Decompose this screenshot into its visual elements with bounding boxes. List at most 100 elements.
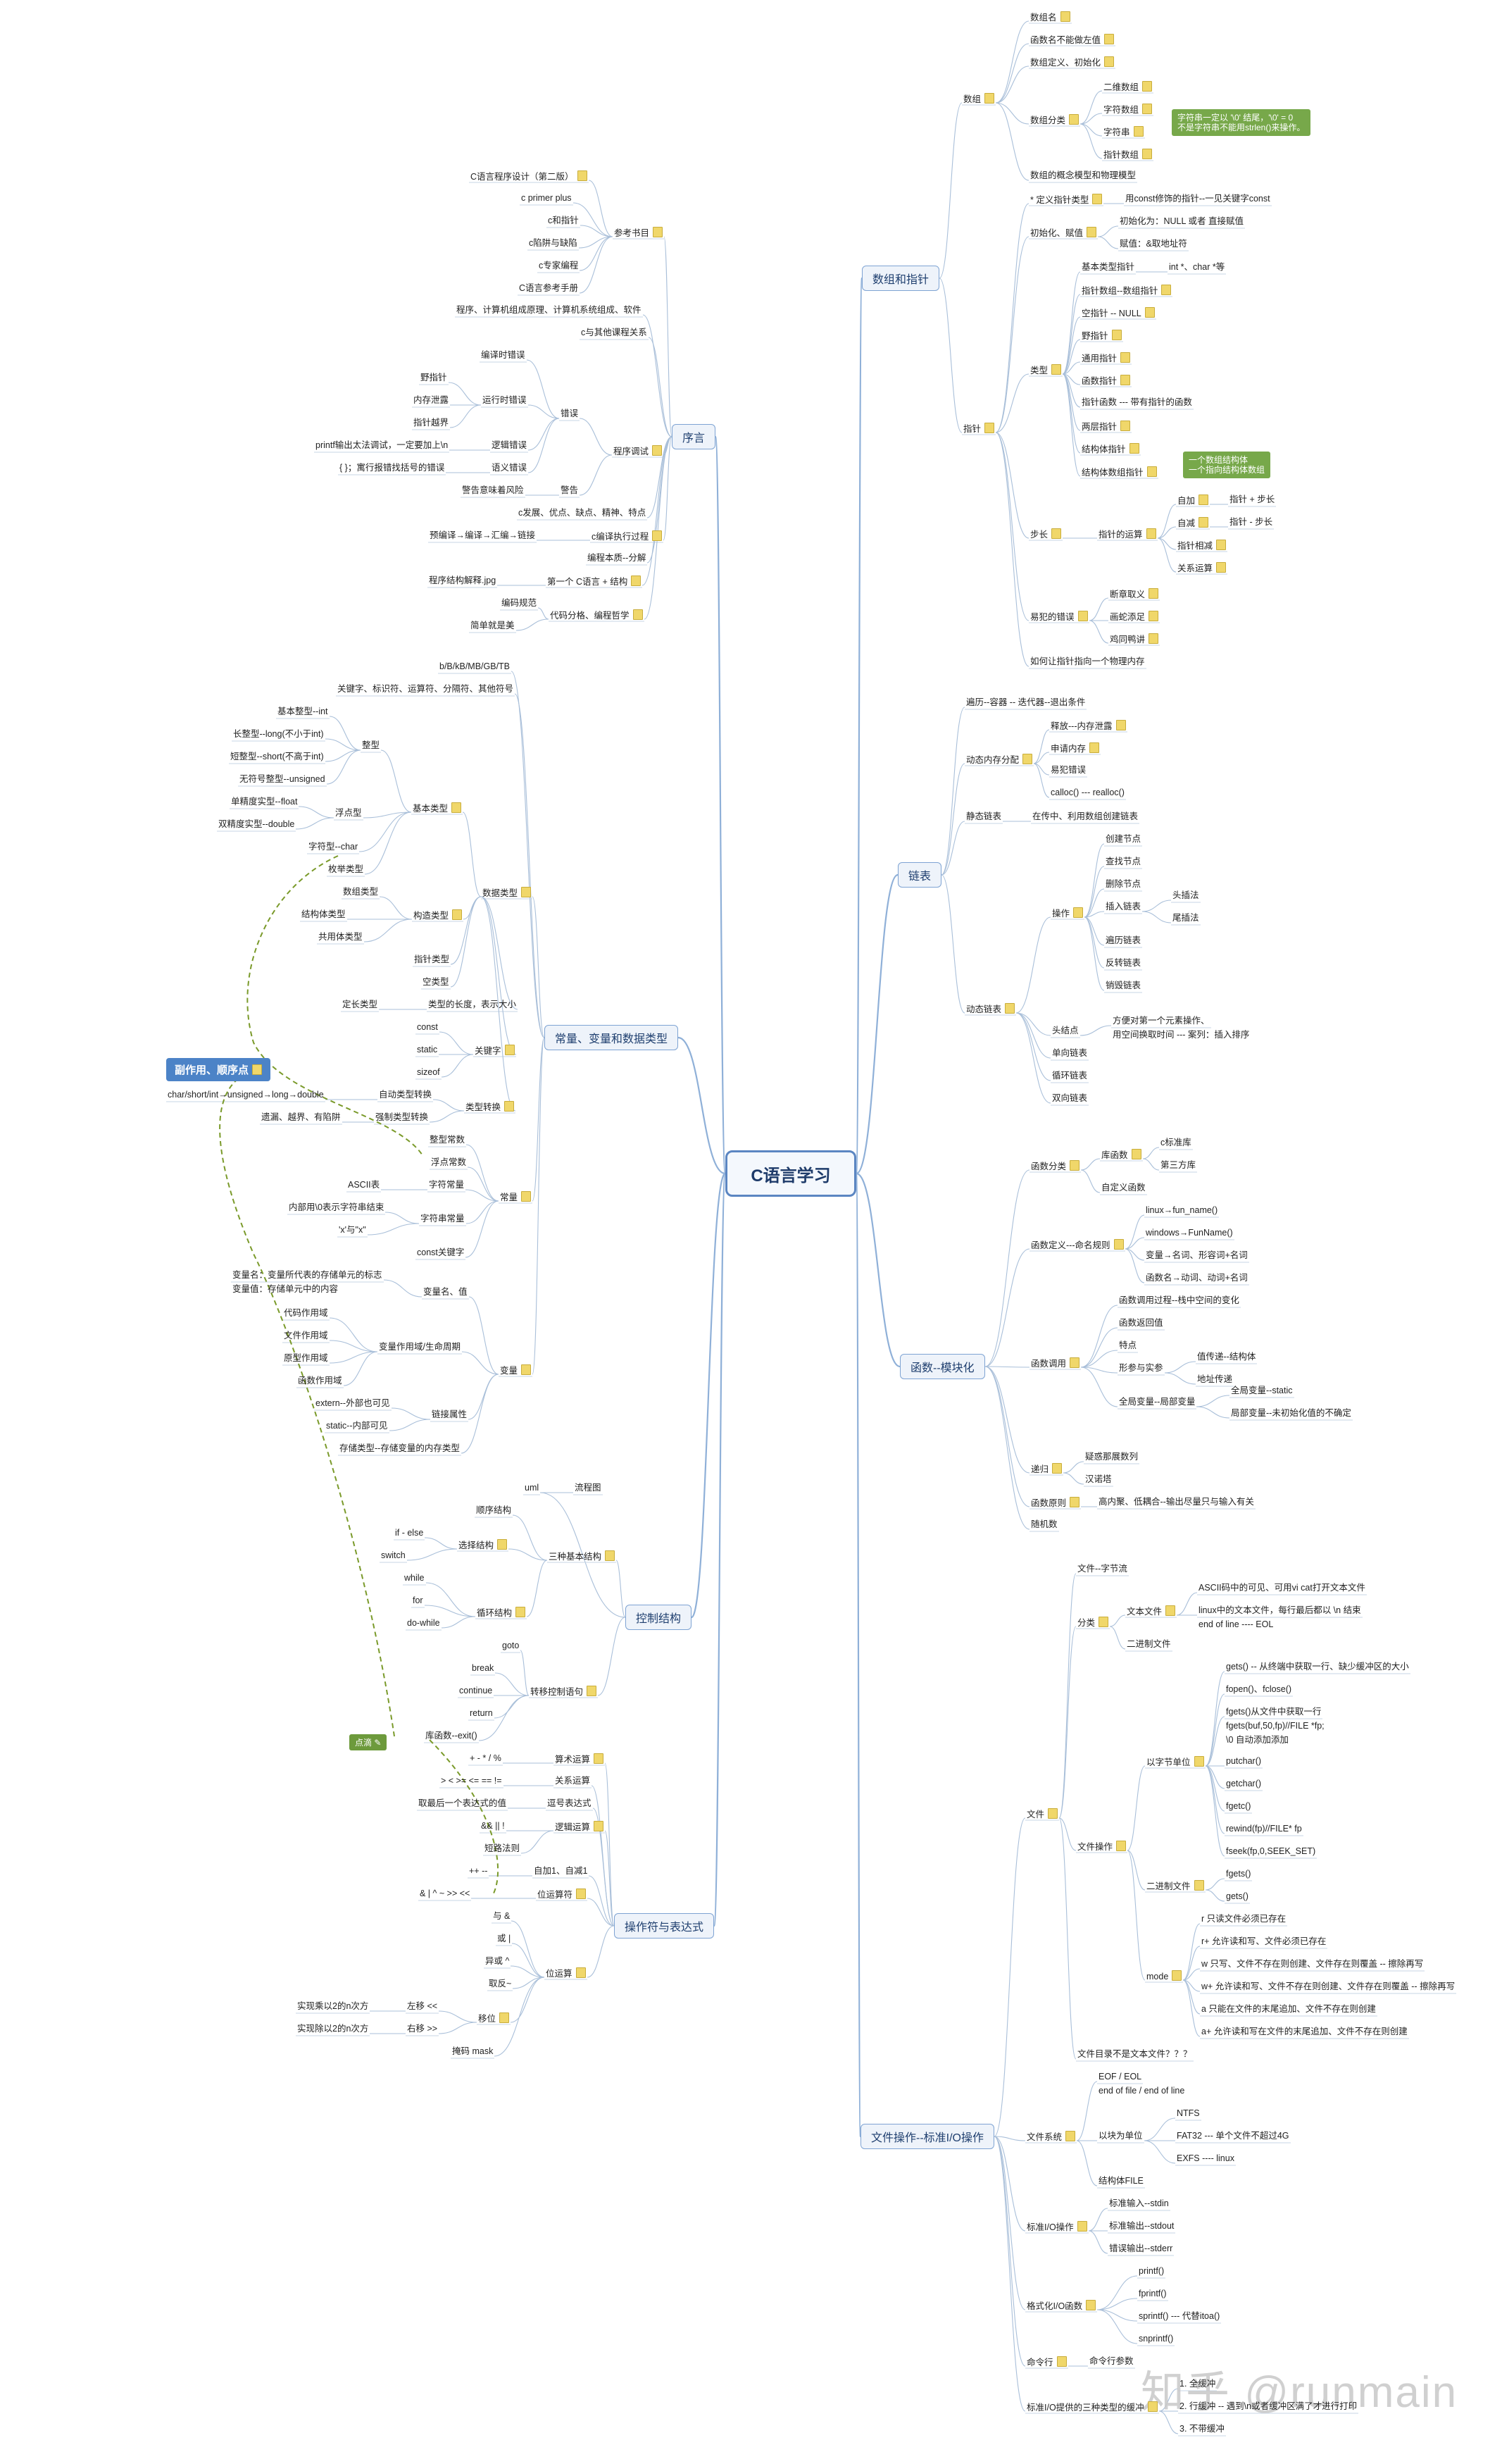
node-c46[interactable]: 原型作用域 [284,1353,328,1364]
node-c24[interactable]: static [417,1045,437,1055]
node-x1[interactable]: 文件--字节流 [1077,1564,1127,1574]
node-x6[interactable]: end of line ---- EOL [1199,1619,1273,1630]
node-k7[interactable]: while [404,1573,425,1583]
node-l8[interactable]: 在传中、利用数组创建链表 [1032,811,1138,822]
node-p2[interactable]: c primer plus [521,193,572,204]
node-k5[interactable]: switch [381,1550,406,1561]
node-f25[interactable]: 高内聚、低耦合--输出尽量只与输入有关 [1099,1497,1254,1507]
node-n10[interactable]: 数组 [963,93,995,105]
node-f10[interactable]: 函数名→动词、动词+名词 [1146,1273,1248,1283]
node-n31[interactable]: 自加 [1177,494,1209,506]
node-n33[interactable]: 自减 [1177,517,1209,529]
node-k9[interactable]: do-while [407,1618,440,1629]
node-c47[interactable]: 函数作用域 [298,1376,342,1386]
node-f11[interactable]: 函数调用过程--栈中空间的变化 [1119,1295,1239,1306]
node-l9[interactable]: 创建节点 [1106,834,1141,845]
node-x13[interactable]: \0 自动添加添加 [1226,1735,1289,1746]
node-n32[interactable]: 指针 + 步长 [1229,494,1275,505]
node-x3[interactable]: ASCII码中的可见、可用vi cat打开文本文件 [1199,1583,1365,1593]
node-n30[interactable]: 指针的运算 [1099,528,1156,540]
node-p9[interactable]: c与其他课程关系 [581,328,647,338]
node-o24[interactable]: 掩码 mask [452,2046,493,2057]
node-o17[interactable]: 取反~ [489,1979,511,1989]
node-k12[interactable]: goto [502,1641,519,1651]
node-k8[interactable]: for [413,1595,423,1606]
node-c48[interactable]: 变量作用域/生命周期 [379,1342,461,1352]
node-n23[interactable]: 函数指针 [1082,375,1131,387]
node-c17[interactable]: 构造类型 [413,909,463,921]
node-c38[interactable]: 字符串常量 [420,1214,465,1224]
node-c27[interactable]: char/short/int→unsigned→long→double [168,1090,324,1100]
node-l14[interactable]: 尾插法 [1172,913,1199,923]
node-f9[interactable]: 变量→名词、形容词+名词 [1146,1250,1248,1261]
branch-operators[interactable]: 操作符与表达式 [614,1913,715,1939]
node-c45[interactable]: 文件作用域 [284,1331,328,1341]
node-n1[interactable]: 数组名 [1030,11,1070,23]
node-p21[interactable]: 警告 [561,485,578,496]
node-x53[interactable]: 2. 行缓冲 -- 遇到\n或者缓冲区满了才进行打印 [1179,2401,1357,2412]
node-p11[interactable]: 野指针 [420,373,447,383]
node-o5[interactable]: 取最后一个表达式的值 [418,1798,506,1809]
node-x4[interactable]: 文本文件 [1127,1605,1176,1617]
node-p18[interactable]: 语义错误 [492,463,527,473]
node-c36[interactable]: 内部用\0表示字符串结束 [289,1202,384,1213]
node-l2[interactable]: 释放---内存泄露 [1051,720,1126,732]
node-k10[interactable]: 循环结构 [477,1607,526,1619]
node-x27[interactable]: w+ 允许读和写、文件不存在则创建、文件存在则覆盖 -- 擦除再写 [1201,1981,1455,1992]
node-p7[interactable]: 参考书目 [614,227,663,239]
node-l25[interactable]: 动态链表 [966,1003,1015,1015]
node-n40[interactable]: 鸡同鸭讲 [1110,633,1159,645]
node-l12[interactable]: 插入链表 [1106,902,1141,912]
node-c28[interactable]: 自动类型转换 [379,1090,432,1100]
node-f7[interactable]: linux→fun_name() [1146,1205,1218,1216]
node-c41[interactable]: 变量名：变量所代表的存储单元的标志 [232,1270,382,1281]
node-p5[interactable]: c专家编程 [539,261,578,271]
node-n9[interactable]: 数组的概念模型和物理模型 [1030,170,1136,181]
node-o19[interactable]: 实现乘以2的n次方 [297,2001,368,2012]
node-n22[interactable]: 通用指针 [1082,352,1131,364]
node-p20[interactable]: 警告意味着风险 [462,485,524,496]
node-f6[interactable]: 函数定义---命名规则 [1031,1239,1124,1251]
node-x17[interactable]: rewind(fp)//FILE* fp [1226,1824,1302,1834]
node-n13[interactable]: 初始化、赋值 [1030,227,1097,239]
node-l1[interactable]: 遍历--容器 -- 迭代器--退出条件 [966,697,1085,708]
node-o13[interactable]: 位运算符 [537,1889,587,1900]
node-n17[interactable]: 基本类型指针 [1082,262,1134,273]
node-c2[interactable]: 关键字、标识符、运算符、分隔符、其他符号 [337,684,513,695]
node-x10[interactable]: fopen()、fclose() [1226,1684,1291,1695]
node-f4[interactable]: 第三方库 [1160,1160,1196,1171]
node-n27[interactable]: 结构体数组指针 [1082,466,1157,478]
node-p8[interactable]: 程序、计算机组成原理、计算机系统组成、软件 [456,305,642,316]
node-l17[interactable]: 销毁链表 [1106,981,1141,991]
node-l4[interactable]: 易犯错误 [1051,765,1086,776]
node-o1[interactable]: + - * / % [470,1753,501,1764]
node-n41[interactable]: 如何让指针指向一个物理内存 [1030,657,1145,667]
node-k2[interactable]: 流程图 [575,1483,601,1493]
node-p16[interactable]: 逻辑错误 [492,440,527,451]
node-x26[interactable]: w 只写、文件不存在则创建、文件存在则覆盖 -- 擦除再写 [1201,1959,1423,1970]
node-x7[interactable]: 二进制文件 [1127,1639,1171,1650]
node-n2[interactable]: 函数名不能做左值 [1030,34,1115,46]
node-c52[interactable]: 存储类型--存储变量的内存类型 [339,1443,460,1454]
node-n24[interactable]: 指针函数 --- 带有指针的函数 [1082,397,1192,408]
node-c30[interactable]: 强制类型转换 [375,1112,428,1123]
node-x19[interactable]: 以字节单位 [1146,1756,1204,1768]
node-k14[interactable]: continue [459,1686,492,1696]
node-f14[interactable]: 形参与实参 [1119,1363,1163,1374]
node-n12[interactable]: 用const修饰的指针--一见关键字const [1125,194,1270,204]
node-c18[interactable]: 指针类型 [414,954,449,965]
node-f18[interactable]: 全局变量--局部变量 [1119,1397,1195,1407]
node-c40[interactable]: 常量 [500,1191,532,1203]
node-o10[interactable]: ++ -- [469,1866,487,1877]
node-x34[interactable]: NTFS [1177,2108,1200,2119]
node-x9[interactable]: gets() -- 从终端中获取一行、缺少缓冲区的大小 [1226,1662,1409,1672]
node-x54[interactable]: 3. 不带缓冲 [1179,2424,1225,2434]
node-o18[interactable]: 位运算 [546,1967,586,1979]
node-c5[interactable]: 短整型--short(不高于int) [230,752,324,762]
node-k13[interactable]: break [472,1663,494,1674]
node-f8[interactable]: windows→FunName() [1146,1228,1233,1238]
node-c6[interactable]: 无符号整型--unsigned [239,774,325,785]
node-p30[interactable]: 简单就是美 [470,621,515,631]
node-x36[interactable]: EXFS ---- linux [1177,2153,1234,2164]
node-x30[interactable]: mode [1146,1970,1182,1982]
